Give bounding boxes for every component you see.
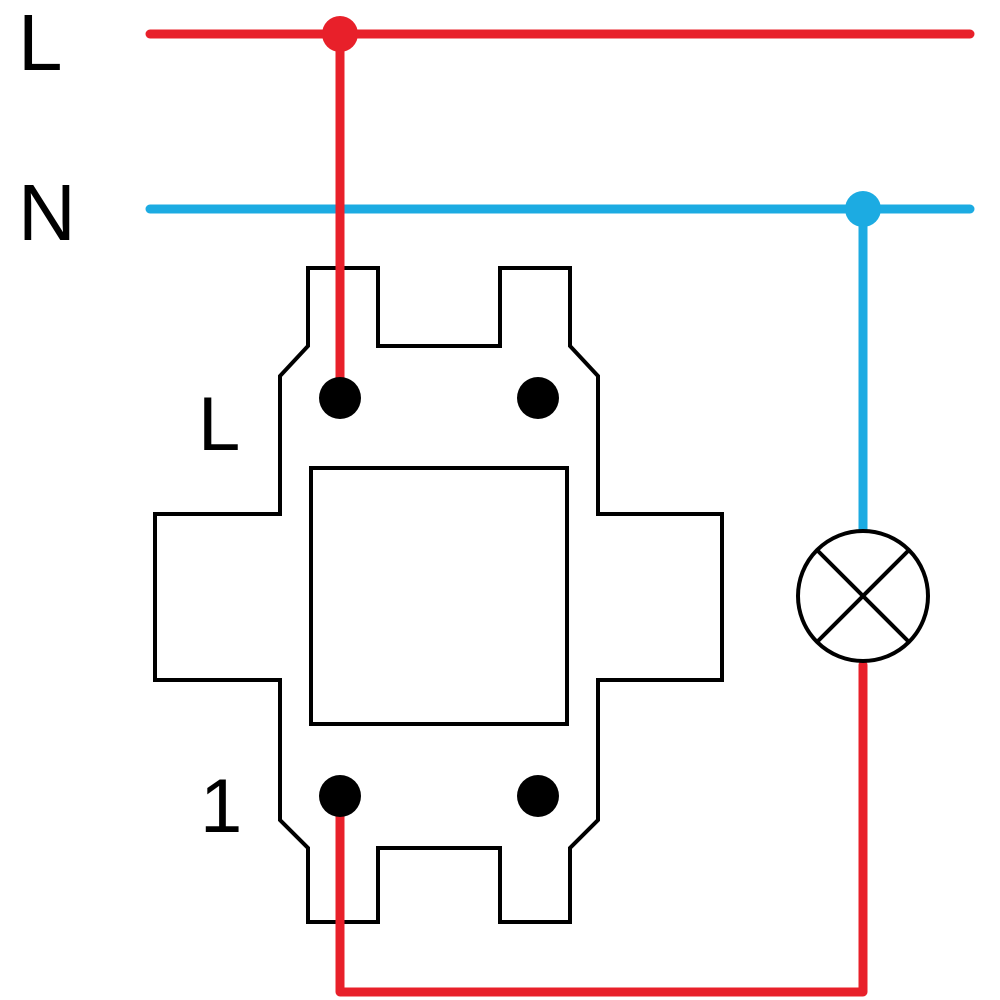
- lamp-symbol-icon: [796, 529, 930, 663]
- terminal-l-aux: [517, 377, 559, 419]
- switch-input-label: L: [198, 382, 240, 467]
- switch-rocker: [309, 466, 569, 726]
- neutral-bus-label: N: [18, 168, 76, 257]
- switched-line-wire: [335, 660, 868, 997]
- terminal-1: [319, 775, 361, 817]
- line-bus-label: L: [18, 0, 63, 87]
- switch-output-label: 1: [200, 764, 242, 849]
- line-junction: [322, 16, 358, 52]
- neutral-junction: [845, 191, 881, 227]
- terminal-l: [319, 377, 361, 419]
- terminal-1-aux: [517, 775, 559, 817]
